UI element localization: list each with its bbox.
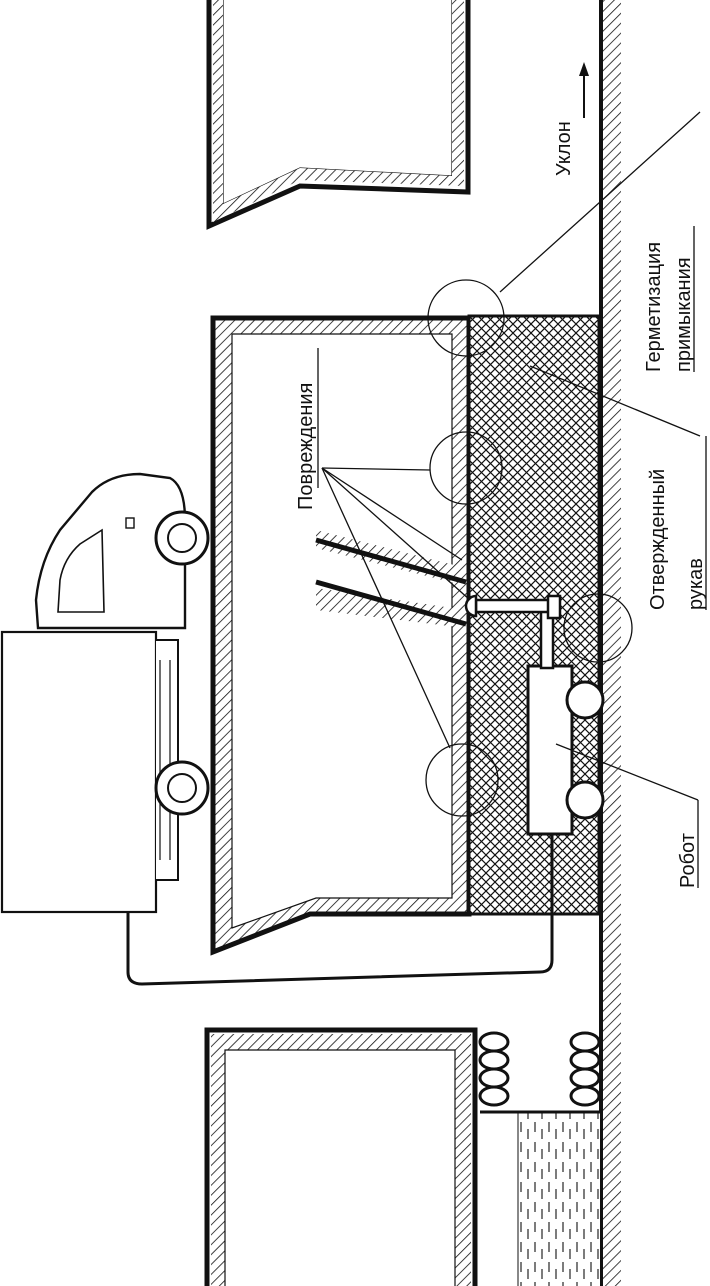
leader-damage-1: [321, 467, 431, 471]
water: [518, 1112, 600, 1286]
ground-strip: [599, 0, 621, 1286]
labels: Повреждения Герметизация примыкания Отве…: [295, 242, 707, 888]
lower-chamber: [204, 1027, 601, 1286]
leader-cured: [529, 365, 701, 437]
plug-left: [478, 1031, 510, 1107]
leader-damage-4: [321, 467, 451, 749]
leader-damage-2: [321, 467, 463, 561]
leader-damage-3: [321, 467, 471, 601]
cured-label-line2: рукав: [685, 558, 707, 610]
circle-sealing-top: [427, 279, 505, 357]
slope-arrow: Уклон: [553, 62, 589, 176]
leader-lines: [317, 111, 707, 888]
cured-label-line1: Отвержденный: [647, 469, 669, 610]
middle-chamber: [210, 315, 472, 956]
robot-arm-bar: [474, 598, 556, 614]
circle-lateral: [563, 593, 633, 663]
robot-arm-head: [546, 594, 562, 620]
truck-box: [0, 630, 158, 914]
truck-chassis: [156, 639, 179, 881]
robot-cable: [126, 834, 554, 986]
truck: [0, 472, 210, 914]
circle-damage-2: [425, 743, 499, 817]
robot: [464, 594, 605, 836]
truck-window: [57, 528, 105, 613]
robot-label: Робот: [677, 833, 699, 888]
robot-wheel-top: [565, 680, 605, 720]
truck-door-handle: [125, 517, 135, 529]
sealing-label-line1: Герметизация: [643, 242, 665, 372]
leader-sealing: [499, 111, 701, 293]
robot-wheel-bottom: [565, 780, 605, 820]
circle-damage-1: [429, 431, 503, 505]
slope-label: Уклон: [553, 121, 575, 176]
robot-cutter: [464, 594, 478, 618]
highlight-circles: [425, 279, 633, 817]
sealing-label-line2: примыкания: [673, 257, 695, 372]
plug-right: [569, 1031, 601, 1107]
upper-chamber: [206, 0, 471, 230]
leader-robot: [555, 743, 699, 801]
damage-label: Повреждения: [295, 383, 317, 510]
